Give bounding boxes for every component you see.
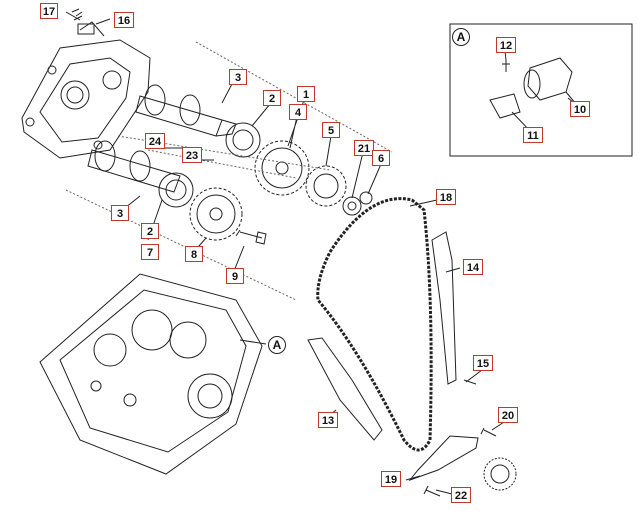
callout-23: 23	[182, 147, 202, 163]
callout-10: 10	[570, 101, 590, 117]
callout-16: 16	[114, 12, 134, 28]
pointer-label-a: A	[268, 336, 286, 354]
tensioner-rail-drawing	[307, 337, 383, 441]
callout-20: 20	[498, 407, 518, 423]
bracket-drawing	[408, 435, 479, 482]
callout-19: 19	[381, 471, 401, 487]
callout-3a: 3	[229, 69, 247, 85]
callout-24: 24	[145, 133, 165, 149]
callout-6: 6	[372, 150, 390, 166]
callout-1: 1	[297, 86, 315, 102]
callout-2b: 2	[141, 223, 159, 239]
bolt-22-drawing	[423, 485, 441, 497]
callout-12: 12	[496, 37, 516, 53]
gear-4	[254, 140, 310, 196]
callout-22: 22	[451, 487, 471, 503]
bearing-lower	[158, 172, 194, 208]
inset-label-a: A	[452, 28, 470, 46]
callout-7: 7	[141, 244, 159, 260]
callout-9: 9	[226, 268, 244, 284]
callout-2a: 2	[263, 90, 281, 106]
inset-frame	[449, 23, 633, 157]
engine-block-drawing	[39, 273, 267, 475]
callout-15: 15	[473, 355, 493, 371]
callout-8: 8	[185, 246, 203, 262]
callout-3b: 3	[111, 205, 129, 221]
bolt-9-drawing	[235, 229, 267, 245]
chain-guide-drawing	[431, 231, 457, 385]
callout-11: 11	[523, 127, 543, 143]
callout-14: 14	[463, 259, 483, 275]
crank-sprocket	[483, 457, 517, 491]
callout-21: 21	[354, 140, 374, 156]
gear-5	[305, 165, 347, 207]
bolt-20-drawing	[480, 427, 497, 437]
callout-13: 13	[318, 412, 338, 428]
screw-17-drawing	[65, 11, 83, 21]
camshaft-carrier-drawing	[21, 21, 151, 159]
callout-4: 4	[289, 104, 307, 120]
gear-8	[189, 187, 243, 241]
washer-21	[342, 196, 362, 216]
bolt-15-drawing	[463, 379, 477, 385]
callout-5: 5	[322, 122, 340, 138]
timing-chain	[316, 197, 433, 452]
tensioner-drawing	[489, 57, 577, 119]
callout-18: 18	[436, 189, 456, 205]
camshafts-drawing	[87, 84, 237, 193]
callout-17: 17	[40, 3, 58, 19]
bearing-upper	[225, 122, 261, 158]
nut-6	[359, 191, 373, 205]
